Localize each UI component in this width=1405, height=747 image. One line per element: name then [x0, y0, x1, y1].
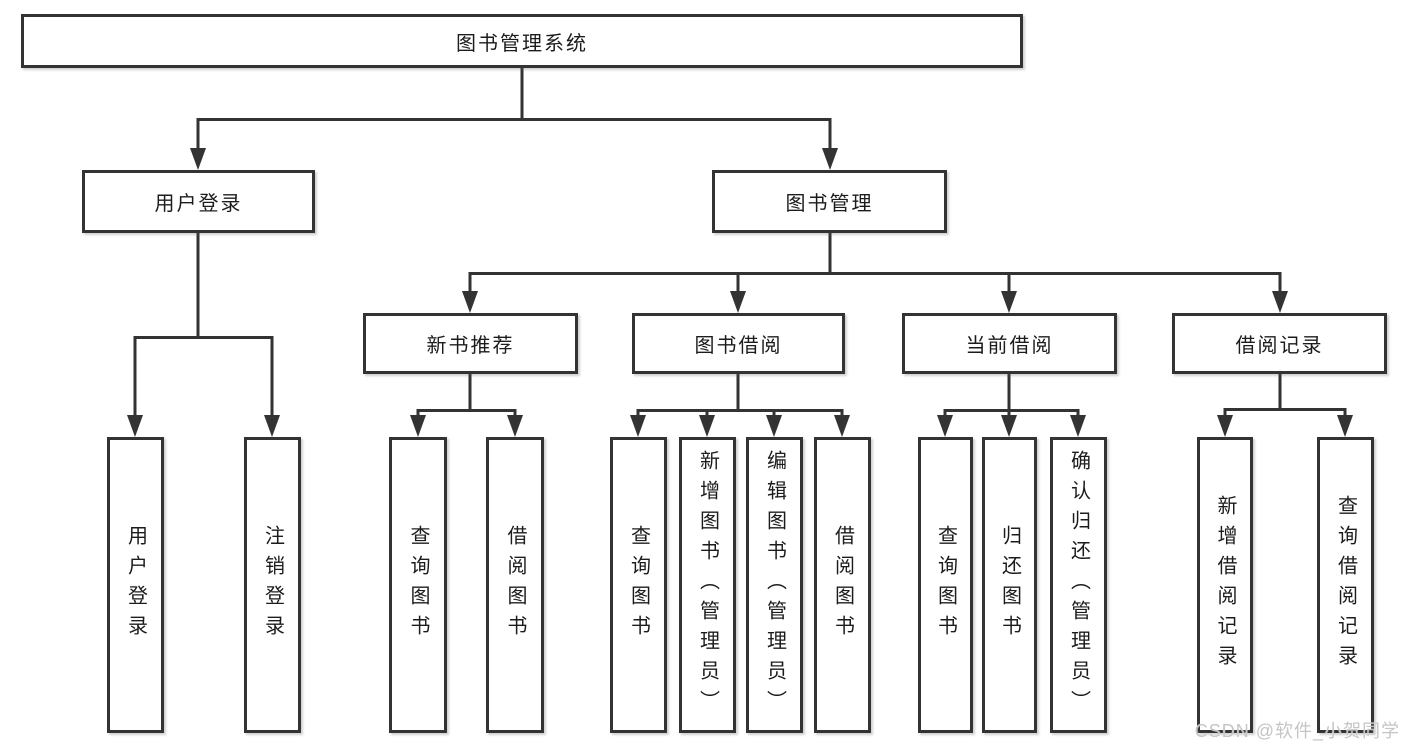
arrowheads: [127, 148, 1353, 437]
node-book-borrow: 图书借阅: [632, 313, 845, 374]
leaf-query-books-current: 查询图书: [918, 437, 973, 733]
leaf-label: 查询借阅记录: [1334, 495, 1357, 675]
leaf-label: 新增借阅记录: [1214, 495, 1236, 675]
leaf-label: 借阅图书: [831, 525, 854, 645]
leaf-label: 查询图书: [407, 525, 429, 645]
node-new-book-recommend: 新书推荐: [363, 313, 578, 374]
leaf-label: 确认归还（管理员）: [1067, 450, 1090, 720]
leaf-query-books-borrow: 查询图书: [610, 437, 667, 733]
leaf-label: 用户登录: [124, 525, 147, 645]
node-root: 图书管理系统: [21, 14, 1023, 68]
leaf-return-books: 归还图书: [982, 437, 1037, 733]
node-new-book-recommend-label: 新书推荐: [426, 335, 515, 357]
node-book-borrow-label: 图书借阅: [694, 335, 783, 357]
leaf-label: 新增图书（管理员）: [696, 450, 719, 720]
node-borrow-records-label: 借阅记录: [1235, 335, 1324, 357]
leaf-label: 编辑图书（管理员）: [763, 450, 786, 720]
leaf-add-books-admin: 新增图书（管理员）: [679, 437, 736, 733]
node-root-label: 图书管理系统: [456, 32, 588, 55]
leaf-add-borrow-record: 新增借阅记录: [1197, 437, 1253, 733]
node-book-management: 图书管理: [712, 170, 947, 233]
leaf-query-borrow-record: 查询借阅记录: [1317, 437, 1374, 733]
leaf-logout: 注销登录: [244, 437, 301, 733]
leaf-label: 借阅图书: [504, 525, 526, 645]
csdn-watermark: CSDN @软件_小贺同学: [1194, 721, 1400, 741]
leaf-borrow-books: 借阅图书: [814, 437, 871, 733]
node-current-borrow-label: 当前借阅: [965, 335, 1054, 357]
leaf-edit-books-admin: 编辑图书（管理员）: [746, 437, 803, 733]
node-borrow-records: 借阅记录: [1172, 313, 1387, 374]
leaf-label: 注销登录: [261, 525, 284, 645]
leaf-label: 查询图书: [934, 525, 957, 645]
node-current-borrow: 当前借阅: [902, 313, 1117, 374]
leaf-user-login: 用户登录: [107, 437, 164, 733]
node-user-login-label: 用户登录: [154, 193, 243, 215]
node-book-management-label: 图书管理: [785, 193, 874, 215]
leaf-label: 归还图书: [998, 525, 1021, 645]
leaf-query-books-recommend: 查询图书: [389, 437, 447, 733]
leaf-borrow-books-recommend: 借阅图书: [486, 437, 544, 733]
node-user-login: 用户登录: [82, 170, 315, 233]
leaf-label: 查询图书: [627, 525, 650, 645]
leaf-confirm-return-admin: 确认归还（管理员）: [1050, 437, 1107, 733]
